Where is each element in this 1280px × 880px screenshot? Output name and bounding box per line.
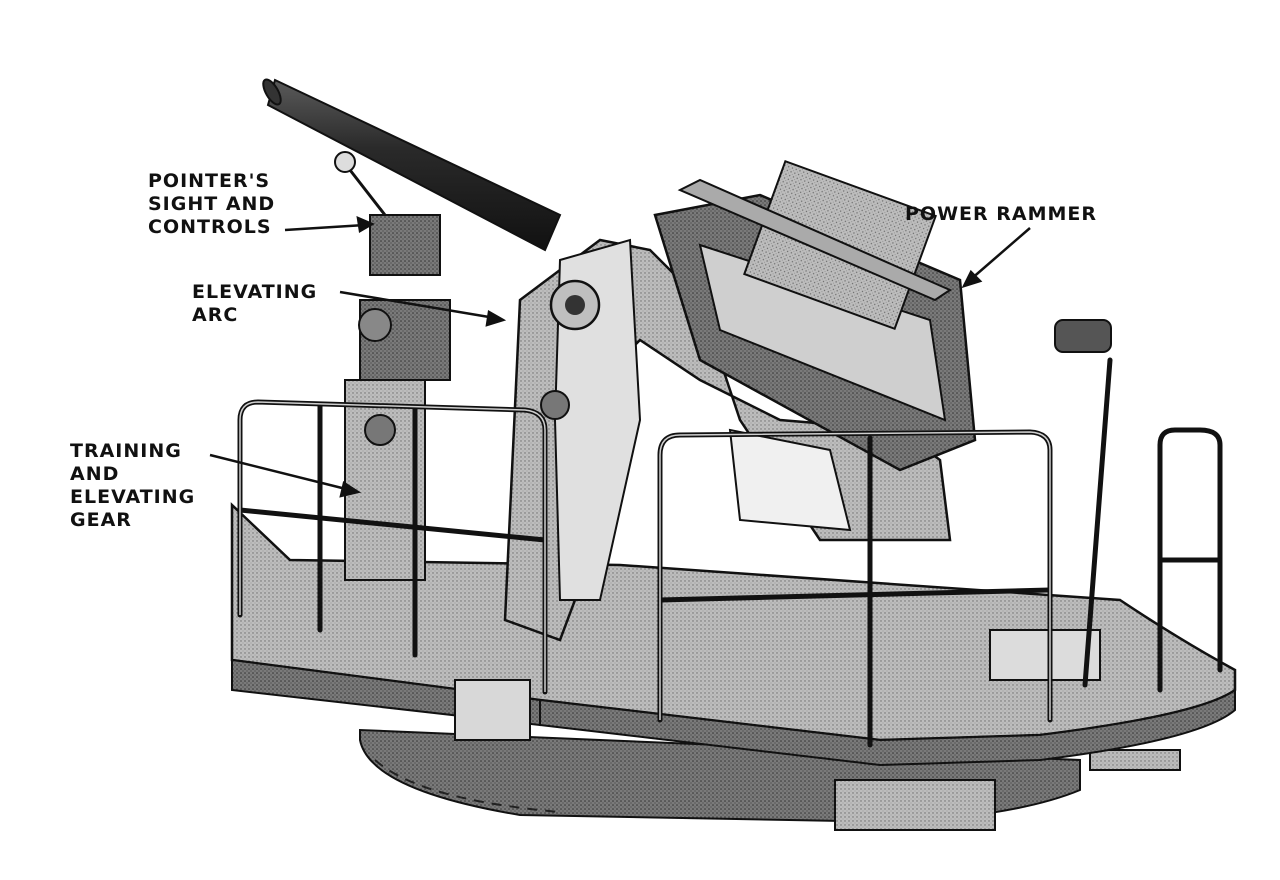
arrow-rammer-head bbox=[961, 269, 983, 289]
power-rammer-assembly bbox=[653, 159, 977, 532]
label-elevating-arc: ELEVATING ARC bbox=[192, 281, 318, 326]
arrow-gear-head bbox=[339, 480, 362, 498]
label-training-elevating-gear: TRAINING AND ELEVATING GEAR bbox=[70, 440, 196, 531]
carriage bbox=[503, 238, 952, 642]
seat bbox=[1054, 319, 1112, 353]
arrow-sight bbox=[284, 223, 366, 232]
sight-column bbox=[334, 151, 451, 581]
arrow-gear bbox=[209, 453, 351, 492]
label-pointers-sight: POINTER'S SIGHT AND CONTROLS bbox=[148, 170, 276, 238]
gun-barrel bbox=[262, 78, 562, 252]
railing-stripes bbox=[239, 401, 1051, 720]
label-power-rammer: POWER RAMMER bbox=[905, 203, 1098, 225]
platform-deck bbox=[230, 502, 1237, 767]
arrow-arc bbox=[339, 290, 496, 320]
arrow-arc-head bbox=[485, 310, 507, 327]
callout-arrows bbox=[209, 215, 1031, 498]
arrow-rammer bbox=[969, 227, 1031, 281]
arrow-sight-head bbox=[356, 215, 375, 234]
